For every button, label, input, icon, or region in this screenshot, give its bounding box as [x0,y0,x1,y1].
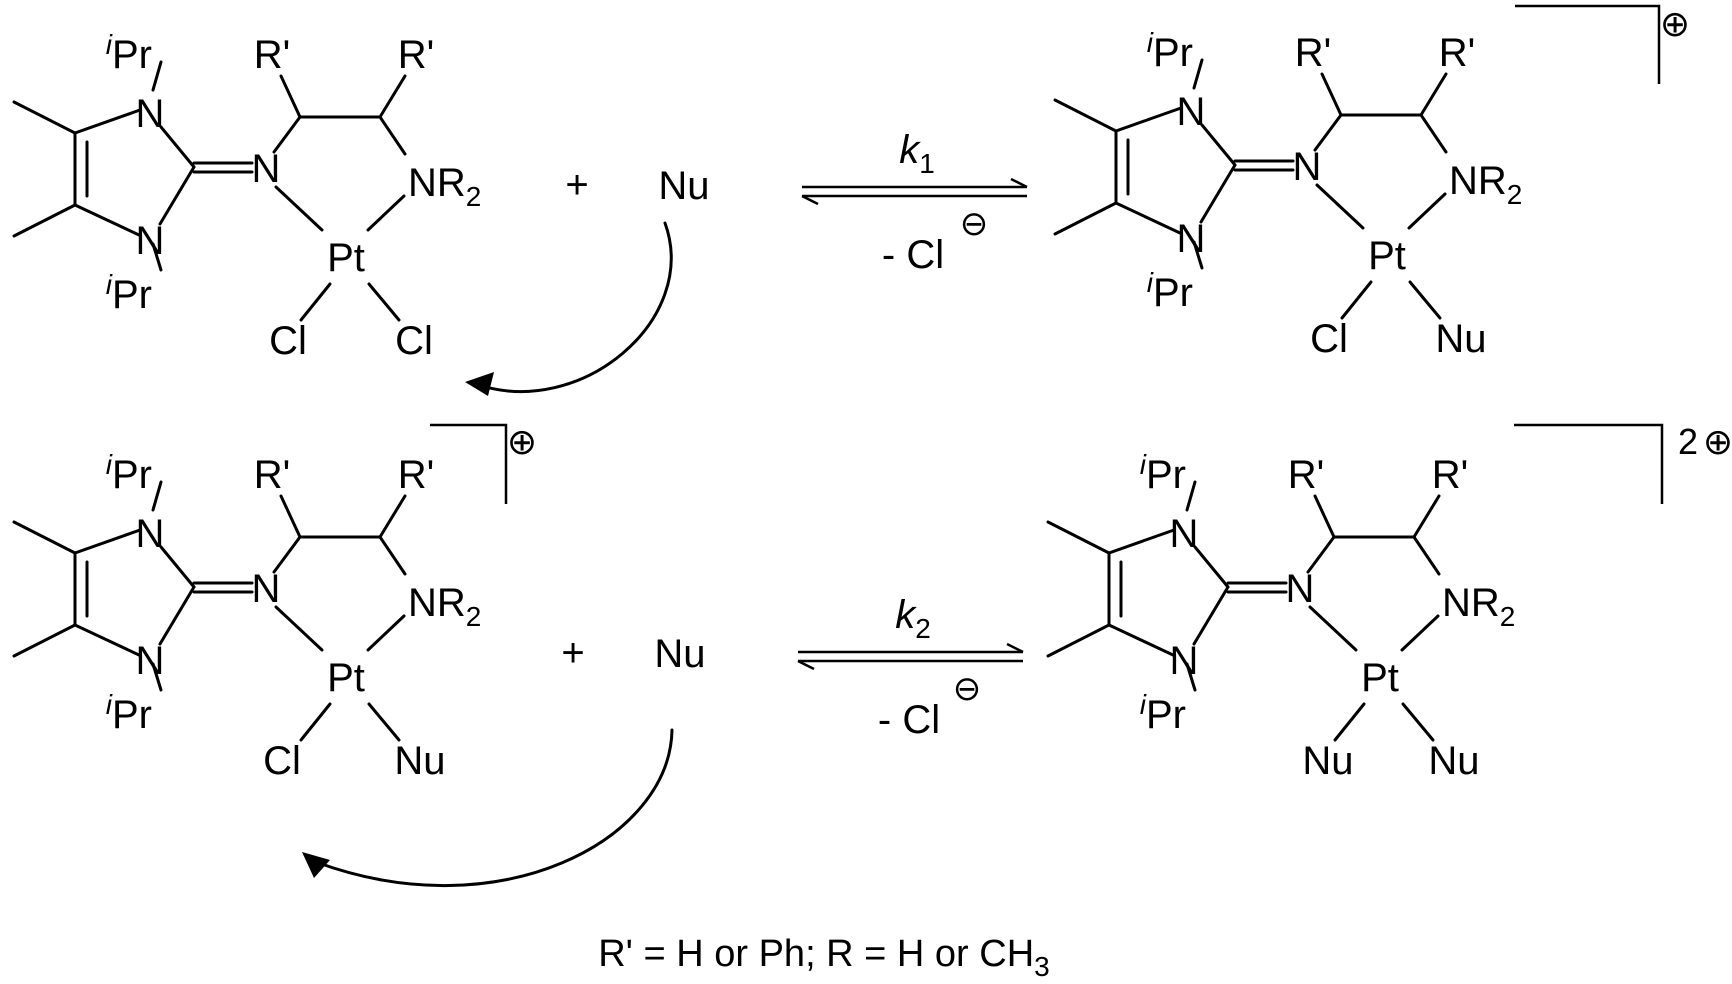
ipr-top-label: iPr [1140,449,1186,497]
ring-n-top: N [1170,512,1199,556]
ring-n-bottom: N [1170,639,1199,683]
r-prime-right: R' [398,33,435,77]
chloride-loss-label-1: - Cl [882,233,944,277]
nucleophile-2: Nu [654,632,705,676]
pt-center: Pt [327,236,365,280]
r-prime-right: R' [398,453,435,497]
rate-constant-k2: k2 [895,593,931,644]
rate-constant-k1: k1 [899,128,935,179]
amine-nr2: NR2 [408,161,481,212]
imine-n: N [1286,567,1315,611]
reactant-dichloro-complex: iPr N N iPr N R' R' NR2 Pt Cl Cl [12,29,481,363]
ipr-bottom-label: iPr [106,689,152,737]
charge-bracket [1515,4,1661,84]
r-prime-left: R' [1295,31,1332,75]
cation-charge-reactant-2: ⊕ [507,421,537,462]
pt-center: Pt [1361,656,1399,700]
cl-ligand-right: Cl [395,319,433,363]
curved-arrow-attack-2 [302,728,674,887]
charge-bracket [430,423,508,504]
ring-n-bottom: N [136,639,165,683]
chloride-loss-label-2: - Cl [878,698,940,742]
ipr-bottom-label: iPr [1140,689,1186,737]
nu-ligand-left: Nu [1302,739,1353,783]
pt-center: Pt [327,656,365,700]
ipr-bottom-label: iPr [106,269,152,317]
nucleophile-1: Nu [658,164,709,208]
ring-n-bottom: N [1177,217,1206,261]
nu-ligand: Nu [1435,317,1486,361]
ring-n-bottom: N [136,219,165,263]
substituent-footnote: R' = H or Ph; R = H or CH3 [598,933,1050,982]
r-prime-left: R' [254,33,291,77]
curved-arrow-attack-1 [465,221,673,396]
amine-nr2: NR2 [1449,159,1522,210]
cl-ligand-left: Cl [269,319,307,363]
ipr-top-label: iPr [106,449,152,497]
product-monocation: iPr N N iPr N R' R' NR2 Pt Cl Nu ⊕ [1053,3,1690,361]
nu-ligand-right: Nu [1428,739,1479,783]
nu-ligand: Nu [394,739,445,783]
reaction-1: iPr N N iPr N R' R' NR2 Pt Cl Cl + Nu k1… [12,3,1690,396]
cl-ligand: Cl [1310,317,1348,361]
charge-bracket [1514,423,1664,504]
imine-n: N [252,147,281,191]
cl-ligand: Cl [263,739,301,783]
pt-center: Pt [1368,234,1406,278]
cation-charge-1: ⊕ [1660,3,1690,44]
anion-charge-2: ⊖ [953,670,982,708]
ring-n-top: N [136,512,165,556]
ring-n-top: N [136,92,165,136]
imine-n: N [252,567,281,611]
ipr-top-label: iPr [1147,27,1193,75]
anion-charge-1: ⊖ [960,205,989,243]
charge-number: 2 [1678,421,1698,462]
equilibrium-arrow-2 [796,642,1025,671]
ipr-bottom-label: iPr [1147,267,1193,315]
r-prime-left: R' [254,453,291,497]
plus-sign-2: + [561,631,584,675]
amine-nr2: NR2 [408,581,481,632]
product-dication: iPr N N iPr N R' R' NR2 Pt Nu Nu 2 ⊕ [1046,421,1732,783]
r-prime-right: R' [1439,31,1476,75]
plus-sign-1: + [565,163,588,207]
ipr-top-label: iPr [106,29,152,77]
amine-nr2: NR2 [1442,581,1515,632]
ring-n-top: N [1177,90,1206,134]
equilibrium-arrow-1 [800,177,1029,206]
reaction-2: iPr N N iPr N R' R' NR2 Pt Cl Nu ⊕ + Nu … [12,421,1732,887]
r-prime-left: R' [1288,453,1325,497]
r-prime-right: R' [1432,453,1469,497]
dication-charge: ⊕ [1703,421,1732,462]
reactant-monocation: iPr N N iPr N R' R' NR2 Pt Cl Nu ⊕ [12,421,537,783]
imine-n: N [1293,145,1322,189]
